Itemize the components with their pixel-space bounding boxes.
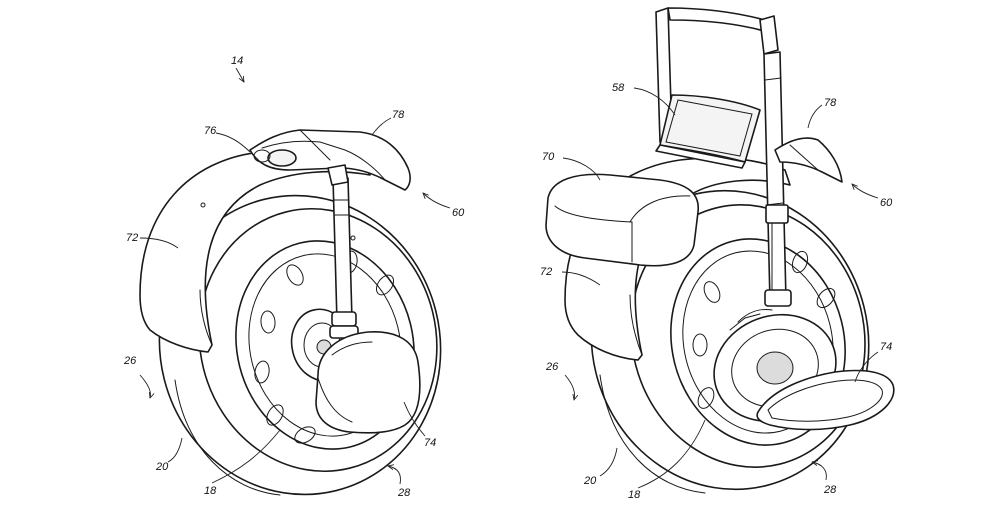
left-ref-74: 74 xyxy=(424,437,436,449)
left-footrest xyxy=(315,331,421,434)
right-rim-holes xyxy=(692,250,836,409)
right-seat xyxy=(545,173,699,267)
right-ref-28: 28 xyxy=(823,484,837,496)
left-fender xyxy=(139,149,371,353)
right-ref-20: 20 xyxy=(583,475,597,487)
left-leaders xyxy=(139,67,451,485)
left-top-handle xyxy=(249,129,411,191)
left-device: 14 76 78 72 60 26 20 18 74 28 xyxy=(123,55,465,499)
right-ref-78: 78 xyxy=(824,97,837,109)
left-ref-60: 60 xyxy=(452,207,465,219)
right-device: 58 78 70 60 72 74 26 20 18 28 xyxy=(540,7,895,501)
right-ref-labels: 58 78 70 60 72 74 26 20 18 28 xyxy=(540,82,893,501)
right-ref-72: 72 xyxy=(540,266,552,278)
right-leaders xyxy=(561,87,879,489)
left-ref-72: 72 xyxy=(126,232,138,244)
right-handle xyxy=(655,7,792,307)
left-ref-28: 28 xyxy=(397,487,411,499)
right-display xyxy=(655,94,761,169)
right-ref-58: 58 xyxy=(612,82,625,94)
left-ref-18: 18 xyxy=(204,485,217,497)
left-ref-76: 76 xyxy=(204,125,217,137)
right-footrest xyxy=(756,369,895,431)
left-ref-labels: 14 76 78 72 60 26 20 18 74 28 xyxy=(123,55,465,499)
right-top-handle xyxy=(774,137,843,183)
right-ref-70: 70 xyxy=(542,151,555,163)
left-ref-78: 78 xyxy=(392,109,405,121)
left-ref-20: 20 xyxy=(155,461,169,473)
right-ref-74: 74 xyxy=(880,341,892,353)
left-ref-14: 14 xyxy=(231,55,243,67)
right-ref-18: 18 xyxy=(628,489,641,501)
right-ref-26: 26 xyxy=(545,361,559,373)
right-ref-60: 60 xyxy=(880,197,893,209)
left-ref-26: 26 xyxy=(123,355,137,367)
